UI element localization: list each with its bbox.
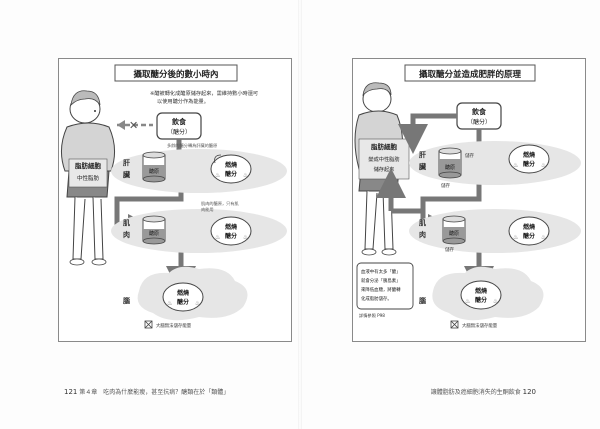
glycogen-jar-muscle bbox=[442, 215, 466, 245]
burn-sub-label-2: 醣分 bbox=[523, 232, 535, 240]
flame-icon: ♨ bbox=[167, 300, 172, 307]
brain-label: 腦 bbox=[123, 296, 130, 305]
burn-label-2: 燃燒 bbox=[225, 223, 237, 231]
callout-line-3: 來降低血糖，將醣轉 bbox=[361, 286, 401, 293]
page-number: 121 bbox=[64, 388, 78, 396]
liver-label-1: 肝 bbox=[419, 150, 426, 159]
burn-circle-muscle bbox=[210, 216, 252, 246]
page-number: 120 bbox=[522, 388, 536, 396]
muscle-label-2: 肉 bbox=[419, 230, 426, 239]
liver-note: 多餘的醣分轉為肝臟的醣原 bbox=[167, 142, 217, 149]
muscle-label-2: 肉 bbox=[123, 230, 130, 239]
muscle-region bbox=[409, 209, 581, 253]
glycogen-label-2: 醣原 bbox=[449, 230, 459, 237]
fat-storage-line-2: 儲存起來 bbox=[374, 165, 395, 173]
muscle-label-1: 肌 bbox=[122, 218, 130, 227]
glycogen-jar-liver bbox=[438, 147, 462, 179]
brain-note: 大腦無法儲存能量 bbox=[462, 322, 498, 329]
flame-icon: ♨ bbox=[493, 298, 498, 305]
right-diagram-panel: 攝取醣分並造成肥胖的原理 脂肪細胞 變成中性脂肪 儲存起來 飲食 （醣分） bbox=[352, 58, 586, 342]
callout-reference: 詳情參照 P98 bbox=[359, 312, 385, 319]
flame-icon: ♨ bbox=[243, 172, 248, 179]
right-diagram: 攝取醣分並造成肥胖的原理 脂肪細胞 變成中性脂肪 儲存起來 飲食 （醣分） bbox=[354, 64, 581, 329]
food-label: 飲食 bbox=[171, 117, 187, 126]
fat-cell-region bbox=[68, 158, 108, 188]
liver-label-2: 臟 bbox=[122, 170, 130, 179]
burn-label-1: 燃燒 bbox=[225, 161, 237, 169]
left-diagram-panel: 攝取醣分後的數小時內 ※醣被轉化成醣原儲存起來，需維持數小時還可 以使用醣分作為… bbox=[58, 58, 292, 342]
chapter-title: 讓體脂肪及癌細胞消失的生酮飲食 bbox=[430, 389, 521, 396]
flame-icon: ♨ bbox=[513, 234, 518, 241]
burn-circle-brain bbox=[162, 282, 204, 312]
burn-sub-label-2: 醣分 bbox=[225, 232, 237, 240]
flame-icon: ♨ bbox=[195, 300, 200, 307]
liver-region bbox=[111, 149, 287, 193]
flame-icon: ♨ bbox=[541, 234, 546, 241]
callout-line-1: 血液中有太多「醣」 bbox=[361, 268, 401, 275]
glycogen-label-2: 醣原 bbox=[149, 230, 159, 237]
storage-label-2: 儲存 bbox=[441, 182, 450, 189]
note-line-2: 以使用醣分作為能量。 bbox=[157, 97, 209, 105]
flame-icon: ♨ bbox=[541, 162, 546, 169]
burn-circle-liver bbox=[210, 154, 252, 184]
note-line-1: ※醣被轉化成醣原儲存起來，需維持數小時還可 bbox=[150, 89, 258, 97]
neutral-fat-label: 中性脂肪 bbox=[77, 174, 100, 182]
glycogen-label-1: 醣原 bbox=[149, 168, 159, 175]
fat-storage-line-1: 變成中性脂肪 bbox=[368, 155, 399, 163]
storage-label-3: 儲存 bbox=[445, 246, 454, 253]
burn-circle-muscle bbox=[508, 216, 550, 246]
flame-icon: ♨ bbox=[215, 234, 220, 241]
burn-sub-label-3: 醣分 bbox=[475, 296, 487, 304]
title-box bbox=[404, 64, 536, 82]
muscle-note-2: 肉能用 bbox=[201, 206, 214, 213]
flame-icon: ♨ bbox=[513, 162, 518, 169]
callout-line-4: 化成脂肪儲存。 bbox=[361, 295, 392, 302]
flow-arrow-to-fat bbox=[398, 113, 457, 154]
storage-label-1: 儲存 bbox=[465, 152, 474, 159]
fat-cell-label: 脂肪細胞 bbox=[74, 161, 102, 170]
muscle-region bbox=[111, 209, 287, 253]
burn-label-2: 燃燒 bbox=[523, 223, 535, 231]
burn-label-1: 燃燒 bbox=[523, 151, 535, 159]
food-label: 飲食 bbox=[471, 107, 487, 116]
muscle-label-1: 肌 bbox=[418, 218, 426, 227]
cross-icon: ✕ bbox=[129, 119, 138, 132]
glycogen-jar-muscle bbox=[142, 215, 166, 245]
left-page-footer: 121 第４章 吃肉為什麼能瘦，甚至抗病？醣類在於「類體」 bbox=[64, 387, 229, 396]
food-sub-label: （醣分） bbox=[167, 128, 191, 136]
burn-sub-label-1: 醣分 bbox=[225, 170, 237, 178]
right-page-footer: 讓體脂肪及癌細胞消失的生酮飲食 120 bbox=[431, 387, 536, 396]
muscle-note-1: 肌肉的醣原，只有肌 bbox=[201, 200, 240, 207]
page-title: 攝取醣分並造成肥胖的原理 bbox=[419, 69, 522, 80]
flame-icon: ♨ bbox=[215, 172, 220, 179]
insulin-callout bbox=[356, 262, 414, 310]
burn-circle-brain bbox=[460, 280, 502, 310]
left-diagram: 攝取醣分後的數小時內 ※醣被轉化成醣原儲存起來，需維持數小時還可 以使用醣分作為… bbox=[61, 64, 287, 329]
title-box bbox=[114, 64, 238, 82]
flame-icon: ♨ bbox=[465, 298, 470, 305]
brain-label: 腦 bbox=[419, 296, 426, 305]
callout-line-2: 就會分泌「胰島素」 bbox=[361, 277, 401, 284]
burn-circle-liver bbox=[508, 144, 550, 174]
burn-sub-label-3: 醣分 bbox=[177, 298, 189, 306]
glycogen-label-1: 醣原 bbox=[445, 164, 455, 171]
flame-icon: ♨ bbox=[243, 234, 248, 241]
page-title: 攝取醣分後的數小時內 bbox=[133, 69, 218, 80]
liver-label-2: 臟 bbox=[418, 162, 426, 171]
burn-label-3: 燃燒 bbox=[475, 287, 487, 295]
burn-label-3: 燃燒 bbox=[177, 289, 189, 297]
brain-note: 大腦無法儲存能量 bbox=[156, 322, 192, 329]
liver-label-1: 肝 bbox=[123, 158, 130, 167]
liver-region bbox=[409, 141, 581, 185]
food-sub-label: （醣分） bbox=[467, 118, 491, 126]
fat-cell-label: 脂肪細胞 bbox=[370, 142, 398, 151]
burn-sub-label-1: 醣分 bbox=[523, 160, 535, 168]
chapter-title: 第４章 吃肉為什麼能瘦，甚至抗病？醣類在於「類體」 bbox=[79, 389, 230, 396]
glycogen-jar-liver bbox=[142, 151, 166, 183]
book-gutter bbox=[298, 0, 302, 429]
